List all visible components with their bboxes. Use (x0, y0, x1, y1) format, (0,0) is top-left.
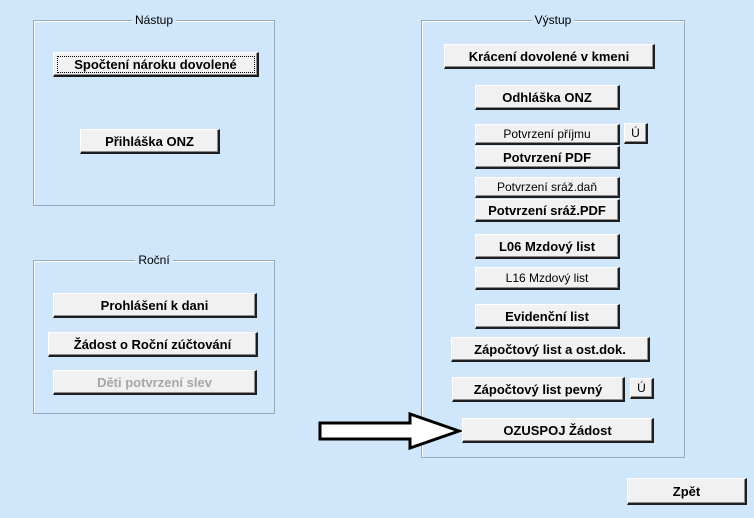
arrow-right-icon (318, 411, 462, 451)
group-nastup-title: Nástup (131, 13, 177, 27)
zapoctovy-pevny-u-button[interactable]: Ú (630, 378, 654, 399)
zadost-o-rocni-zuctovani-button[interactable]: Žádost o Roční zúčtování (48, 332, 258, 357)
deti-potvrzeni-slev-button[interactable]: Děti potvrzení slev (53, 370, 257, 395)
odhlaska-onz-button[interactable]: Odhláška ONZ (475, 85, 620, 110)
group-rocni: Roční (33, 253, 275, 414)
prihlaska-onz-button[interactable]: Přihláška ONZ (80, 129, 220, 154)
potvrzeni-sraz-dan-button[interactable]: Potvrzení sráž.daň (475, 177, 620, 198)
potvrzeni-prijmu-u-button[interactable]: Ú (624, 123, 648, 144)
zpet-button[interactable]: Zpět (627, 478, 747, 505)
group-vystup: Výstup (421, 13, 685, 458)
potvrzeni-pdf-button[interactable]: Potvrzení PDF (475, 146, 620, 169)
group-nastup: Nástup (33, 13, 275, 206)
ozuspoj-zadost-button[interactable]: OZUSPOJ Žádost (462, 418, 654, 443)
l06-mzdovy-list-button[interactable]: L06 Mzdový list (475, 234, 620, 259)
kraceni-dovolene-button[interactable]: Krácení dovolené v kmeni (444, 44, 655, 69)
l16-mzdovy-list-button[interactable]: L16 Mzdový list (475, 267, 620, 290)
zapoctovy-list-pevny-button[interactable]: Zápočtový list pevný (452, 377, 625, 402)
zapoctovy-list-ost-dok-button[interactable]: Zápočtový list a ost.dok. (451, 337, 650, 362)
group-rocni-title: Roční (135, 253, 173, 267)
prohlaseni-k-dani-button[interactable]: Prohlášení k dani (53, 293, 257, 318)
evidencni-list-button[interactable]: Evidenční list (475, 304, 620, 329)
spocteni-naroku-dovolene-button[interactable]: Spočtení nároku dovolené (53, 52, 259, 77)
potvrzeni-prijmu-button[interactable]: Potvrzení příjmu (475, 124, 620, 145)
potvrzeni-sraz-pdf-button[interactable]: Potvrzení sráž.PDF (475, 199, 620, 222)
group-vystup-title: Výstup (531, 13, 575, 27)
